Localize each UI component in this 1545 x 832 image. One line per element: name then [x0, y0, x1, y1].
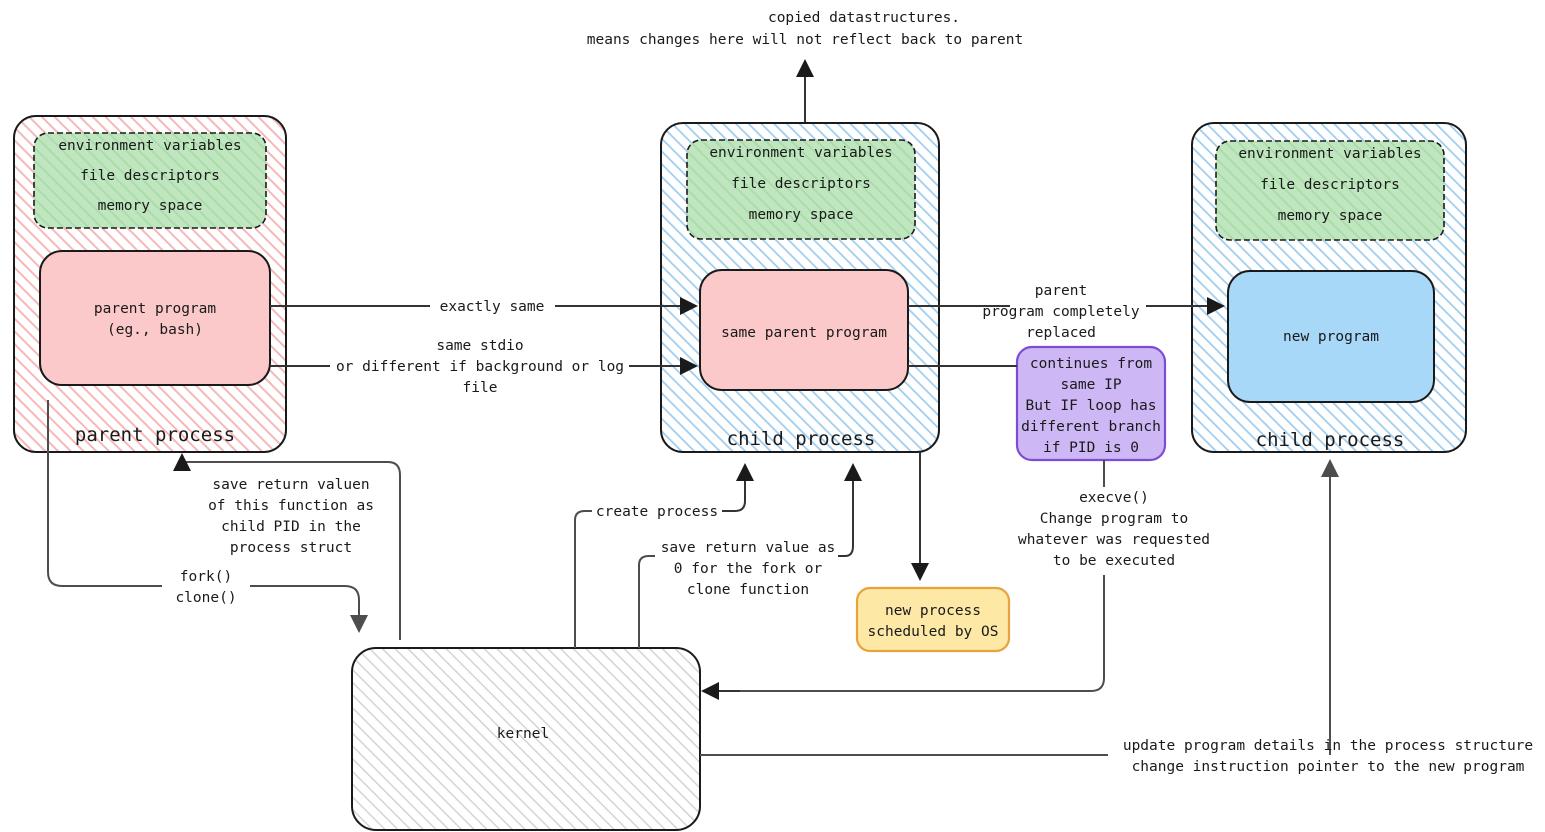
parent-program-label-line1: parent program — [94, 301, 216, 317]
execve-line4: to be executed — [1053, 553, 1175, 569]
child-mid-shared-block — [686, 139, 916, 240]
ip-note-box[interactable]: continues from same IP But IF loop has d… — [1015, 345, 1167, 462]
same-stdio-line2: or different if background or log — [336, 359, 624, 375]
save-zero-line2: 0 for the fork or — [674, 561, 823, 577]
same-stdio-line1: same stdio — [436, 338, 523, 354]
child-process-mid-box[interactable]: environment variables file descriptors m… — [660, 122, 940, 453]
child-mid-process-caption: child process — [727, 428, 876, 450]
save-zero-connector-left — [638, 555, 655, 648]
parent-memory-space-label: memory space — [98, 198, 203, 214]
kernel-label: kernel — [497, 726, 549, 742]
ip-note-line4: different branch — [1021, 419, 1161, 435]
child-right-memory-space-label: memory space — [1278, 208, 1383, 224]
create-process-connector-right — [722, 463, 754, 512]
parent-env-variables-label: environment variables — [58, 138, 241, 154]
child-mid-file-descriptors-label: file descriptors — [731, 176, 871, 192]
parent-shared-block — [33, 132, 267, 229]
child-mid-program-box[interactable] — [699, 269, 909, 391]
parent-process-caption: parent process — [75, 424, 235, 446]
scheduled-line2: scheduled by OS — [868, 624, 999, 640]
child-right-env-variables-label: environment variables — [1238, 146, 1421, 162]
parent-process-box[interactable]: environment variables file descriptors m… — [13, 115, 287, 453]
replaced-line1: parent — [1035, 283, 1087, 299]
ip-note-line2: same IP — [1060, 377, 1121, 393]
scheduled-line1: new process — [885, 603, 981, 619]
top-note: copied datastructures. means changes her… — [587, 10, 1024, 48]
create-process-connector-left — [574, 510, 592, 648]
child-mid-program-label: same parent program — [721, 325, 887, 341]
save-zero-line3: clone function — [687, 582, 809, 598]
execve-line3: whatever was requested — [1018, 532, 1210, 548]
parent-program-box[interactable] — [39, 250, 271, 386]
fork-clone-line-right — [250, 585, 368, 633]
fork-clone-line-left — [47, 400, 162, 587]
child-process-right-box[interactable]: environment variables file descriptors m… — [1191, 122, 1467, 453]
update-program-line1: update program details in the process st… — [1123, 738, 1533, 754]
top-note-line1: copied datastructures. — [768, 10, 960, 26]
same-stdio-line3: file — [463, 380, 498, 396]
replaced-line3: replaced — [1026, 325, 1096, 341]
child-right-program-box[interactable] — [1227, 270, 1435, 403]
fork-label: fork() — [180, 569, 232, 585]
execve-line2: Change program to — [1040, 511, 1188, 527]
update-program-line2: change instruction pointer to the new pr… — [1132, 759, 1525, 775]
scheduled-by-os-box[interactable]: new process scheduled by OS — [855, 586, 1011, 653]
child-mid-env-variables-label: environment variables — [709, 145, 892, 161]
save-zero-line1: save return value as — [661, 540, 836, 556]
create-process-label: create process — [596, 504, 718, 520]
save-zero-connector-right — [838, 463, 862, 557]
ip-note-line3: But IF loop has — [1026, 398, 1157, 414]
parent-file-descriptors-label: file descriptors — [80, 168, 220, 184]
exactly-same-label: exactly same — [440, 299, 545, 315]
clone-label: clone() — [175, 590, 236, 606]
execve-connector-bottom — [714, 575, 1105, 692]
save-child-pid-line4: process struct — [230, 540, 352, 556]
child-right-program-label: new program — [1283, 329, 1379, 345]
save-child-pid-line1: save return valuen — [212, 477, 369, 493]
save-child-pid-line2: of this function as — [208, 498, 374, 514]
child-right-file-descriptors-label: file descriptors — [1260, 177, 1400, 193]
save-child-pid-line3: child PID in the — [221, 519, 361, 535]
child-right-process-caption: child process — [1256, 429, 1405, 451]
execve-line1: execve() — [1079, 490, 1149, 506]
ip-note-line1: continues from — [1030, 356, 1152, 372]
child-right-shared-block — [1215, 140, 1445, 241]
top-note-line2: means changes here will not reflect back… — [587, 32, 1024, 48]
replaced-line2: program completely — [982, 304, 1139, 320]
ip-note-line5: if PID is 0 — [1043, 440, 1139, 456]
child-mid-memory-space-label: memory space — [749, 207, 854, 223]
kernel-box[interactable]: kernel — [351, 647, 701, 831]
parent-program-label-line2: (eg., bash) — [107, 322, 203, 338]
